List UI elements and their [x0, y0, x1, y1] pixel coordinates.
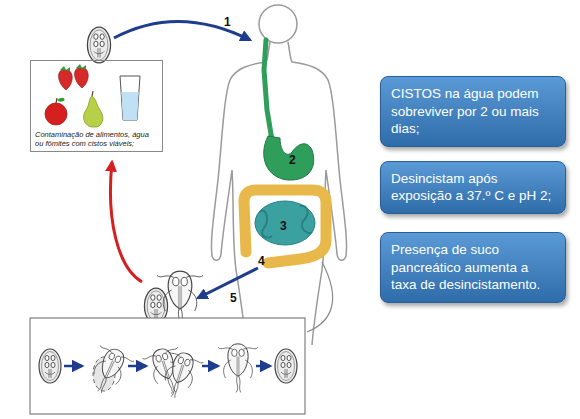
- box-text: Desincistam após exposição a 37.º C e pH…: [391, 170, 555, 205]
- food-water-icons: [45, 64, 140, 127]
- callout-wrap: 2: [289, 150, 296, 168]
- callout-wrap: 4: [258, 251, 265, 269]
- callout-number: 5: [230, 291, 237, 305]
- human-silhouette: [211, 5, 346, 345]
- callout-wrap: 5: [230, 288, 237, 306]
- stage-sequence: [39, 342, 297, 403]
- callout-number: 2: [289, 153, 296, 167]
- info-box: CISTOS na água podem sobreviver por 2 ou…: [380, 76, 566, 147]
- large-intestine: [244, 190, 326, 263]
- callout-number: 4: [258, 254, 265, 268]
- stage-panel: [30, 318, 305, 414]
- callout-wrap: 3: [280, 216, 287, 234]
- info-box: Presença de suco pancreático aumenta a t…: [380, 232, 566, 303]
- callout-number: 1: [224, 15, 231, 29]
- excretion-arrow: [198, 268, 258, 298]
- esophagus: [264, 40, 272, 140]
- callout-number: 3: [280, 219, 287, 233]
- contamination-arrow: [110, 162, 142, 282]
- contamination-box: Contaminação de alimentos, água ou fômit…: [30, 60, 163, 152]
- leader-line: [307, 262, 333, 332]
- box-text: Contaminação de alimentos, água ou fômit…: [35, 130, 158, 148]
- box-text: CISTOS na água podem sobreviver por 2 ou…: [391, 85, 555, 138]
- intestine-coils: [260, 206, 312, 238]
- box-text: Presença de suco pancreático aumenta a t…: [391, 241, 555, 294]
- small-intestine: [255, 201, 315, 245]
- stomach: [264, 136, 314, 180]
- cyst-figure: [87, 27, 110, 63]
- callout-wrap: 1: [224, 12, 231, 30]
- info-box: Desincistam após exposição a 37.º C e pH…: [380, 161, 566, 214]
